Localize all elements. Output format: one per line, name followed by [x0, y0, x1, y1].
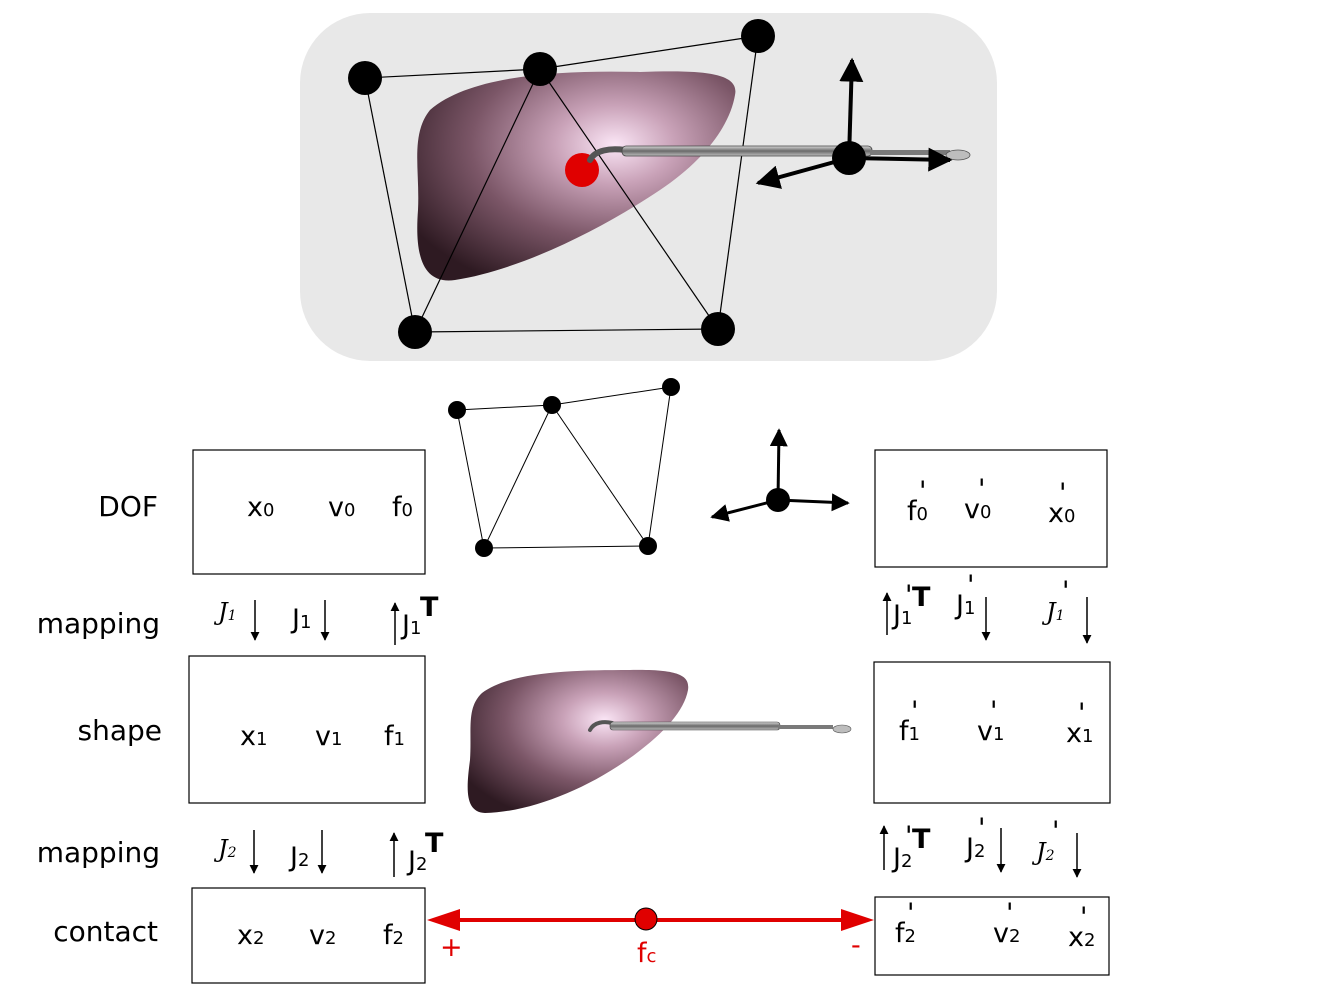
svg-text:fc: fc — [637, 938, 656, 969]
liver-shape — [467, 669, 689, 813]
right-contact-v: v — [993, 918, 1009, 949]
svg-text:f0: f0 — [392, 492, 413, 523]
svg-text:v0: v0 — [964, 494, 991, 525]
top-illustration — [300, 13, 997, 361]
contact-plus-sign: + — [440, 932, 463, 963]
svg-text:': ' — [1078, 698, 1085, 729]
left-dof-v: v — [328, 492, 344, 523]
svg-text:v1: v1 — [977, 716, 1004, 747]
svg-text:': ' — [978, 813, 985, 844]
contact-arrow-right — [841, 909, 874, 931]
svg-text:J1: J1 — [954, 590, 975, 621]
svg-text:J2: J2 — [213, 835, 237, 863]
contact-force-label: f — [637, 938, 648, 969]
svg-text:x2: x2 — [237, 920, 264, 951]
svg-text:J2: J2 — [406, 846, 427, 877]
contact-force-point — [634, 907, 658, 931]
left-mapping-1: J1 J1 J1 T — [213, 592, 439, 645]
svg-text:f2: f2 — [895, 918, 916, 949]
svg-text:v2: v2 — [309, 920, 336, 951]
small-mesh — [448, 378, 680, 557]
left-contact-v: v — [309, 920, 325, 951]
svg-text:J1: J1 — [290, 604, 311, 635]
right-mapping-1: J1 ' T J1 ' J1 ' — [882, 570, 1092, 644]
left-contact-x: x — [237, 920, 253, 951]
svg-text:J2: J2 — [964, 833, 985, 864]
svg-text:': ' — [905, 821, 912, 852]
frame-origin — [832, 141, 866, 175]
right-shape-f: f — [899, 716, 910, 747]
svg-text:': ' — [990, 696, 997, 727]
svg-text:x1: x1 — [1066, 718, 1093, 749]
row-label-contact: contact — [53, 915, 158, 948]
svg-text:T: T — [420, 592, 439, 623]
right-shape-x: x — [1066, 718, 1082, 749]
left-mapping-2: J2 J2 J2 T — [213, 828, 444, 877]
right-contact-f: f — [895, 918, 906, 949]
right-dof-v: v — [964, 494, 980, 525]
svg-text:x1: x1 — [240, 721, 267, 752]
right-contact-x: x — [1068, 922, 1084, 953]
svg-text:': ' — [1080, 902, 1087, 933]
svg-text:v1: v1 — [315, 721, 342, 752]
control-mesh — [364, 35, 759, 333]
svg-text:J2: J2 — [891, 843, 912, 874]
row-label-mapping-2: mapping — [37, 836, 160, 869]
svg-text:': ' — [1052, 816, 1059, 847]
svg-text:': ' — [907, 898, 914, 929]
shape-illustration — [467, 669, 852, 813]
left-contact-box: x2 v2 f2 — [191, 887, 426, 984]
svg-text:J2: J2 — [288, 842, 309, 873]
left-shape-f: f — [384, 721, 395, 752]
svg-text:J1: J1 — [213, 598, 237, 626]
svg-text:x0: x0 — [247, 492, 274, 523]
left-dof-f: f — [392, 492, 403, 523]
mesh-nodes — [348, 19, 775, 349]
contact-arrow-left — [427, 909, 460, 931]
svg-text:': ' — [967, 570, 974, 601]
svg-text:T: T — [425, 828, 444, 859]
row-label-mapping-1: mapping — [37, 607, 160, 640]
svg-text:J1: J1 — [891, 600, 912, 631]
row-label-shape: shape — [78, 714, 163, 747]
svg-text:': ' — [1062, 576, 1069, 607]
svg-text:v0: v0 — [328, 492, 355, 523]
right-dof-x: x — [1048, 498, 1064, 529]
right-dof-f: f — [907, 496, 918, 527]
svg-text:x0: x0 — [1048, 498, 1075, 529]
left-dof-x: x — [247, 492, 263, 523]
svg-text:': ' — [919, 476, 926, 507]
svg-text:J1: J1 — [400, 610, 421, 641]
svg-text:': ' — [1059, 478, 1066, 509]
right-shape-v: v — [977, 716, 993, 747]
row-label-dof: DOF — [98, 490, 158, 523]
svg-text:f1: f1 — [899, 716, 920, 747]
right-contact-box: f2 ' v2 ' x2 ' — [874, 896, 1110, 976]
svg-text:T: T — [912, 824, 931, 855]
svg-text:f1: f1 — [384, 721, 405, 752]
svg-text:T: T — [912, 582, 931, 613]
left-shape-v: v — [315, 721, 331, 752]
svg-text:': ' — [905, 580, 912, 611]
svg-text:': ' — [978, 474, 985, 505]
left-shape-x: x — [240, 721, 256, 752]
svg-text:': ' — [1006, 898, 1013, 929]
svg-text:x2: x2 — [1068, 922, 1095, 953]
svg-text:f2: f2 — [383, 920, 404, 951]
right-dof-box: f0 ' v0 ' x0 ' — [874, 449, 1108, 568]
left-dof-box: x0 v0 f0 — [192, 449, 426, 575]
small-frame-axes — [710, 428, 850, 522]
svg-text:v2: v2 — [993, 918, 1020, 949]
contact-minus-sign: - — [851, 930, 861, 961]
contact-force-link: fc + - — [427, 907, 874, 969]
right-shape-box: f1 ' v1 ' x1 ' — [873, 661, 1111, 804]
svg-text:': ' — [911, 696, 918, 727]
svg-text:f0: f0 — [907, 496, 928, 527]
right-mapping-2: J2 ' T J2 ' J2 ' — [879, 813, 1082, 878]
svg-text:J1: J1 — [1041, 598, 1065, 626]
left-contact-f: f — [383, 920, 394, 951]
left-shape-box: x1 v1 f1 — [188, 655, 426, 804]
